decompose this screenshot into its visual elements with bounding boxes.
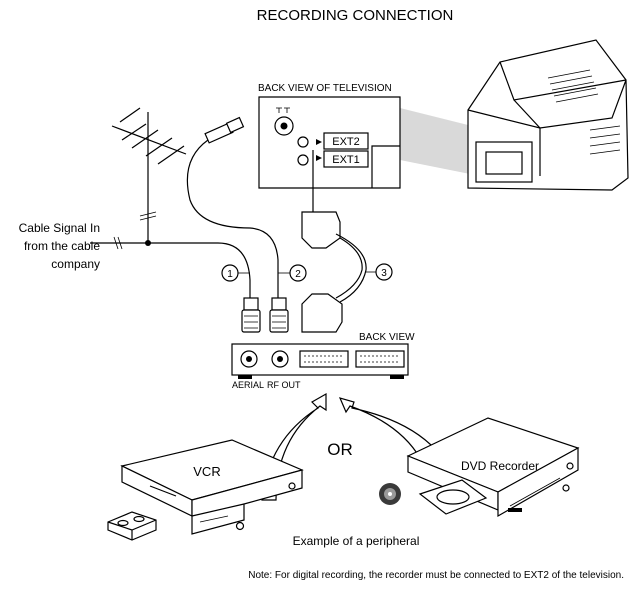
junction-dot	[145, 240, 151, 246]
antenna-icon	[111, 107, 187, 242]
or-label: OR	[327, 440, 353, 459]
ext2-arrow-icon	[316, 139, 322, 145]
cable-signal-line-1: Cable Signal In	[19, 221, 100, 235]
ext1-socket	[323, 150, 369, 168]
cable-number-3: 3	[366, 263, 393, 281]
scart-plug-top	[301, 211, 341, 249]
ext2-socket	[323, 132, 369, 150]
television-illustration	[400, 39, 629, 191]
cable-number-2: 2	[278, 264, 307, 282]
dvd-recorder-label: DVD Recorder	[461, 459, 539, 473]
note-text: Note: For digital recording, the recorde…	[248, 570, 624, 581]
rf-out-label: RF OUT	[267, 380, 301, 390]
ext1-arrow-icon	[316, 155, 322, 161]
peripheral-caption: Example of a peripheral	[293, 534, 420, 548]
vcr-illustration: VCR	[107, 439, 304, 541]
cable-signal-in: Cable Signal In from the cable company	[19, 221, 251, 298]
rf-plug-rfout	[269, 297, 289, 333]
scart-socket-2	[355, 350, 405, 368]
back-view-label: BACK VIEW	[359, 332, 415, 343]
tv-back-view-callout: BACK VIEW OF TELEVISION EXT2 EXT1	[258, 83, 401, 189]
cable-signal-line-2: from the cable	[24, 239, 100, 253]
dvd-recorder-illustration: DVD Recorder	[379, 417, 580, 518]
aerial-label: AERIAL	[232, 380, 264, 390]
svg-text:1: 1	[227, 269, 233, 280]
arrow-right-icon	[338, 397, 437, 459]
diagram-title: RECORDING CONNECTION	[257, 7, 454, 24]
ext2-label: EXT2	[332, 136, 360, 148]
svg-text:2: 2	[295, 269, 301, 280]
recorder-back-view: BACK VIEW AERIAL RF OUT	[231, 332, 415, 390]
cable-number-1: 1	[221, 264, 250, 282]
rf-plug-aerial	[241, 297, 261, 333]
ext1-label: EXT1	[332, 154, 360, 166]
svg-text:3: 3	[381, 268, 387, 279]
cable-signal-line-3: company	[51, 257, 100, 271]
vcr-label: VCR	[193, 464, 220, 479]
cable-3-scart	[301, 150, 367, 333]
scart-plug-bottom	[301, 293, 343, 333]
cable-2-rf	[186, 116, 279, 298]
scart-socket-1	[299, 350, 349, 368]
tv-back-view-label: BACK VIEW OF TELEVISION	[258, 83, 392, 94]
tv-back-panel	[475, 141, 533, 183]
disc-tray	[418, 479, 488, 515]
